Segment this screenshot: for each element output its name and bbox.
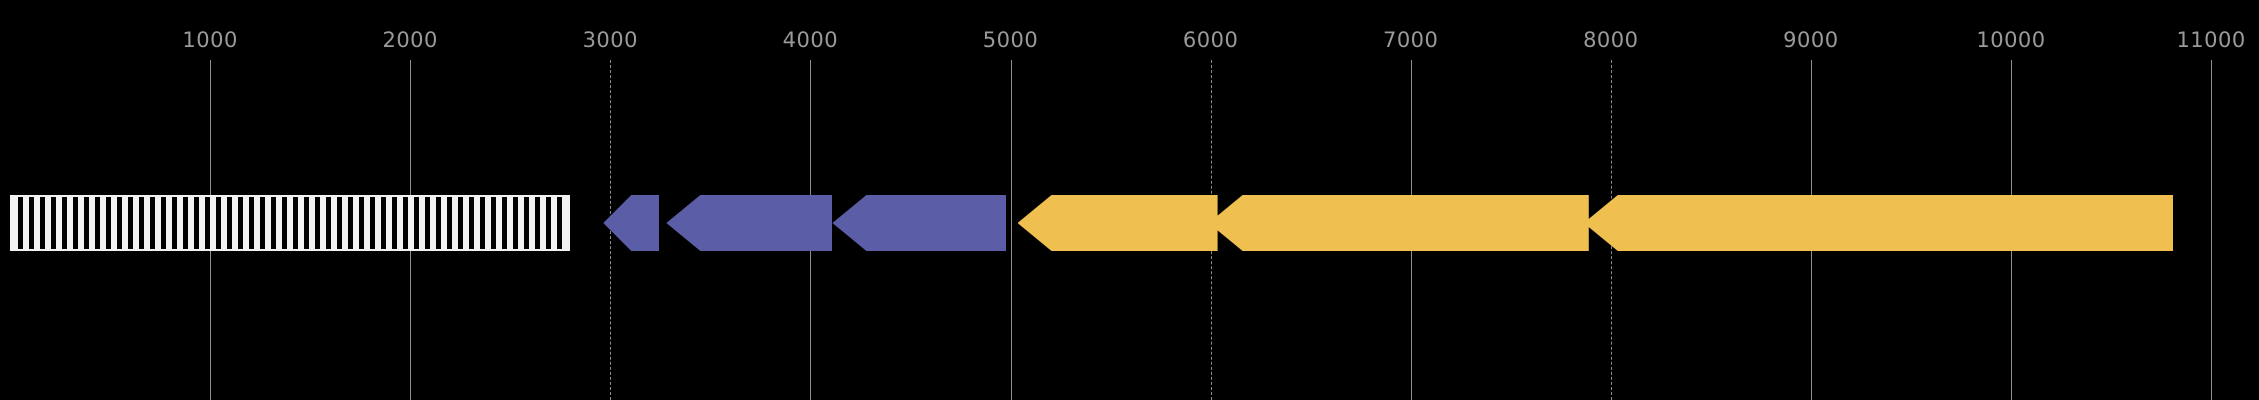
tick-label-1000: 1000: [182, 28, 238, 52]
tick-label-6000: 6000: [1182, 28, 1239, 52]
tick-label-2000: 2000: [382, 28, 438, 52]
feature-blue-gene-2[interactable]: [666, 195, 833, 251]
feature-track: [0, 195, 2259, 251]
tick-label-11000: 11000: [2176, 28, 2246, 52]
feature-blue-gene-3[interactable]: [832, 195, 1007, 251]
feature-blue-gene-1[interactable]: [603, 195, 660, 251]
feature-yellow-gene-4[interactable]: [1728, 195, 2174, 251]
feature-yellow-gene-1[interactable]: [1017, 195, 1218, 251]
tick-label-5000: 5000: [982, 28, 1039, 52]
feature-yellow-gene-2[interactable]: [1208, 195, 1589, 251]
tick-label-3000: 3000: [582, 28, 639, 52]
feature-hatched-region[interactable]: [10, 195, 571, 251]
gridline-5000: [1010, 60, 1012, 400]
gridline-11000: [2211, 60, 2213, 400]
tick-label-8000: 8000: [1583, 28, 1639, 52]
tick-label-4000: 4000: [782, 28, 839, 52]
tick-label-7000: 7000: [1382, 28, 1439, 52]
tick-label-9000: 9000: [1783, 28, 1839, 52]
tick-label-10000: 10000: [1976, 28, 2046, 52]
